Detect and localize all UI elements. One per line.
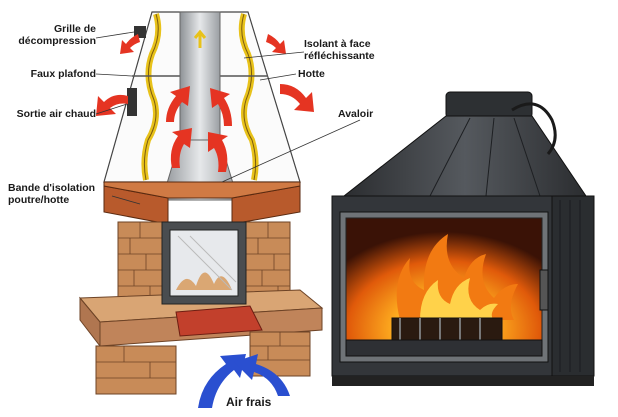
label-leader-lines [95,31,361,205]
label-isolant: Isolant à face réfléchissante [304,38,375,62]
cold-air-arrow-icon [198,354,290,408]
flame-icon [396,234,518,320]
hot-air-arrow-icon [96,34,314,172]
label-grille: Grille de décompression [18,23,96,47]
label-hotte: Hotte [298,68,325,80]
label-sortie-air: Sortie air chaud [16,108,96,120]
label-air-frais: Air frais [226,395,272,409]
firebox-insert [161,221,247,305]
label-bande: Bande d'isolation poutre/hotte [8,182,96,206]
hot-air-outlet [127,88,137,116]
fireplace-insert [331,91,595,386]
beam [103,181,301,225]
insulation-layer [141,13,259,181]
label-faux-plafond: Faux plafond [30,68,96,80]
label-avaloir: Avaloir [338,108,374,120]
brick-fireplace [78,221,324,395]
